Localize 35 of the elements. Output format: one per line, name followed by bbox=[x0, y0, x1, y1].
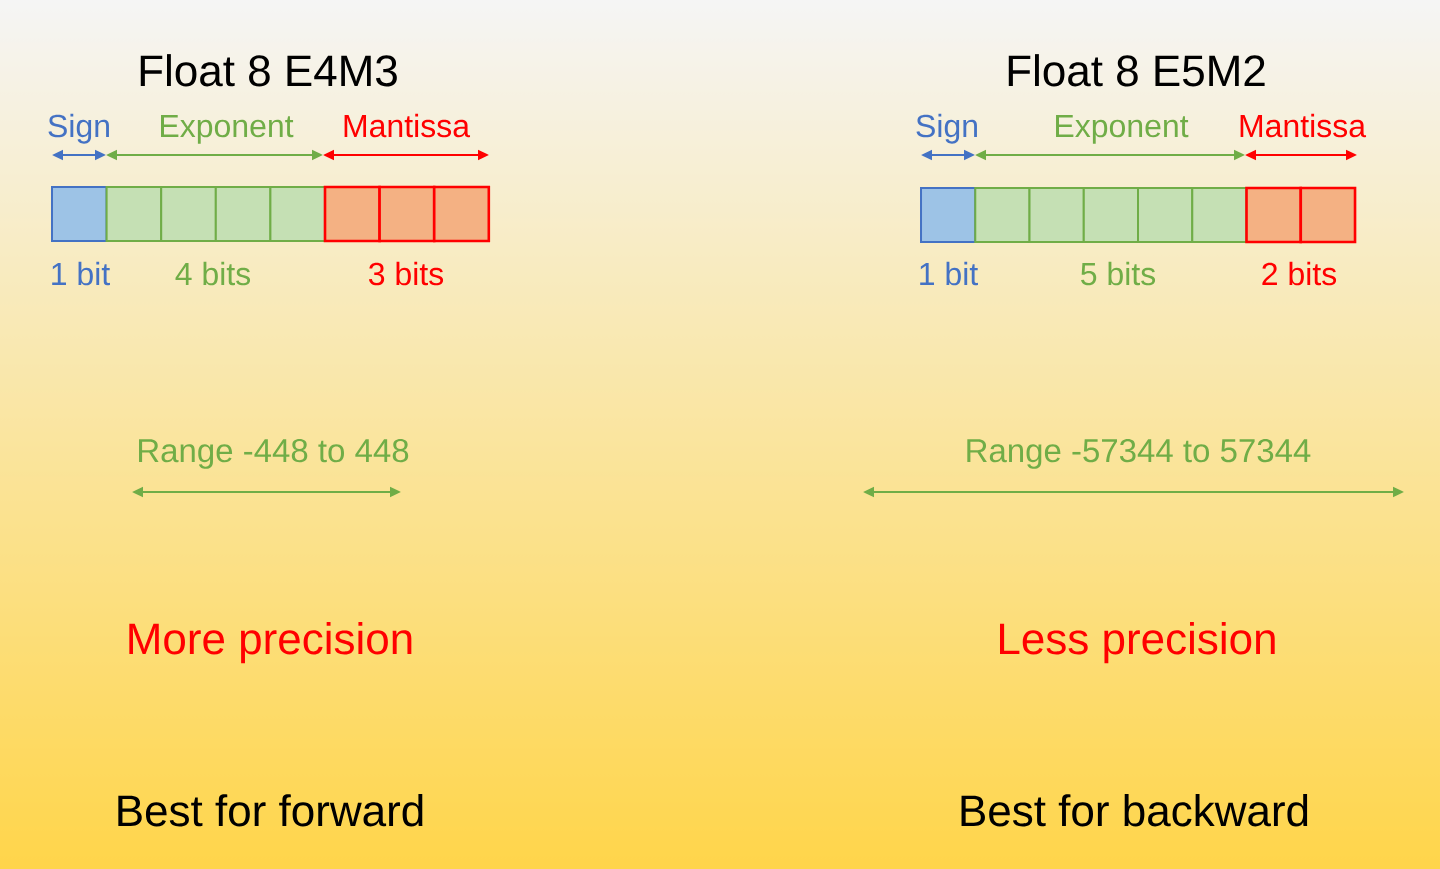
precision-label: More precision bbox=[129, 622, 412, 664]
bit-cell bbox=[105, 186, 163, 242]
bit-cell bbox=[1028, 187, 1085, 243]
precision-label: Less precision bbox=[1000, 622, 1275, 664]
bit-count-label: 2 bits bbox=[1262, 261, 1337, 286]
range-label: Range -57344 to 57344 bbox=[967, 438, 1311, 469]
bit-cell bbox=[1082, 187, 1139, 243]
bit-cell bbox=[160, 186, 217, 242]
bit-count-label: 4 bits bbox=[175, 261, 251, 286]
bit-cell bbox=[378, 185, 436, 243]
bit-cell bbox=[323, 185, 381, 243]
bit-cell bbox=[1299, 186, 1357, 244]
bit-cell bbox=[214, 186, 272, 242]
bit-cell bbox=[1137, 187, 1194, 243]
format-title: Float 8 E5M2 bbox=[1008, 54, 1265, 87]
bit-cell bbox=[51, 186, 108, 242]
bit-cell bbox=[1191, 187, 1248, 243]
bit-count-label: 1 bit bbox=[52, 261, 110, 286]
bit-cell bbox=[974, 187, 1031, 243]
field-label: Sign bbox=[48, 113, 109, 144]
field-label: Exponent bbox=[1056, 115, 1189, 144]
format-title: Float 8 E4M3 bbox=[140, 54, 397, 87]
bit-cell bbox=[432, 185, 491, 243]
bit-cell bbox=[920, 187, 977, 243]
field-label: Exponent bbox=[161, 115, 294, 144]
bit-cell bbox=[269, 186, 326, 242]
bit-count-label: 1 bit bbox=[920, 261, 978, 286]
bit-count-label: 5 bits bbox=[1081, 261, 1156, 286]
field-label: Mantissa bbox=[344, 113, 470, 138]
field-label: Sign bbox=[916, 113, 977, 144]
purpose-label: Best for backward bbox=[961, 794, 1308, 827]
purpose-label: Best for forward bbox=[118, 794, 423, 827]
field-label: Mantissa bbox=[1240, 113, 1367, 138]
range-label: Range -448 to 448 bbox=[139, 438, 409, 469]
bit-count-label: 3 bits bbox=[369, 261, 444, 286]
